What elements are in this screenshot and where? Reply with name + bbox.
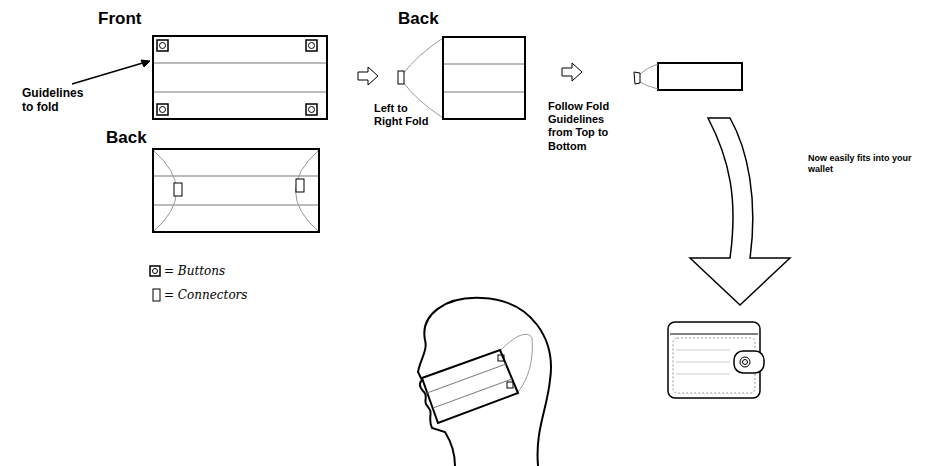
- connector-symbol: [398, 71, 404, 84]
- legend-connector-icon: [153, 289, 160, 301]
- wallet-icon: [668, 322, 764, 398]
- button-symbol: [157, 40, 317, 115]
- ear-loop: [153, 150, 177, 232]
- fold-guideline: [153, 92, 327, 93]
- ear-loop: [640, 64, 658, 74]
- fold-guideline: [443, 64, 525, 65]
- fold-guideline: [427, 364, 506, 393]
- ear-loop: [296, 150, 320, 232]
- step-arrow: [562, 63, 582, 81]
- panel-heading: Back: [398, 9, 439, 29]
- legend-button-icon: [150, 266, 160, 276]
- curved-arrow: [690, 118, 790, 305]
- fold-guideline: [153, 205, 319, 206]
- head-profile: [418, 298, 551, 466]
- ear-loop: [403, 38, 443, 74]
- worn-mask: [422, 350, 518, 423]
- connector-symbol: [174, 183, 182, 196]
- connector-symbol: [296, 179, 304, 192]
- instruction-note: Now easily fits into your wallet: [808, 153, 918, 175]
- legend-entry: = Connectors: [164, 288, 248, 302]
- step-arrow: [358, 67, 378, 85]
- panel-heading: Front: [98, 9, 141, 29]
- button-symbol: [498, 355, 504, 361]
- fold-guideline: [153, 176, 319, 177]
- fold-guideline: [443, 92, 525, 93]
- legend-entry: = Buttons: [164, 264, 225, 278]
- instruction-note: Left to Right Fold: [374, 102, 436, 128]
- connector-symbol: [634, 72, 640, 84]
- folded-strip: [658, 63, 742, 90]
- ear-loop: [640, 82, 658, 89]
- mask-panel: Back: [152, 148, 320, 233]
- panel-heading: Back: [106, 128, 147, 148]
- ear-loop: [403, 82, 443, 118]
- leader-arrowhead: [141, 60, 150, 67]
- legend-button-icon: [153, 269, 158, 274]
- instruction-note: Follow Fold Guidelines from Top to Botto…: [548, 100, 620, 153]
- instruction-note: Guidelines to fold: [22, 86, 96, 115]
- fold-guideline: [433, 379, 512, 408]
- fold-guideline: [153, 63, 327, 64]
- mask-panel: Back: [442, 36, 526, 120]
- button-symbol: [507, 382, 513, 388]
- leader-line: [72, 62, 146, 84]
- mask-panel: Front: [152, 35, 328, 120]
